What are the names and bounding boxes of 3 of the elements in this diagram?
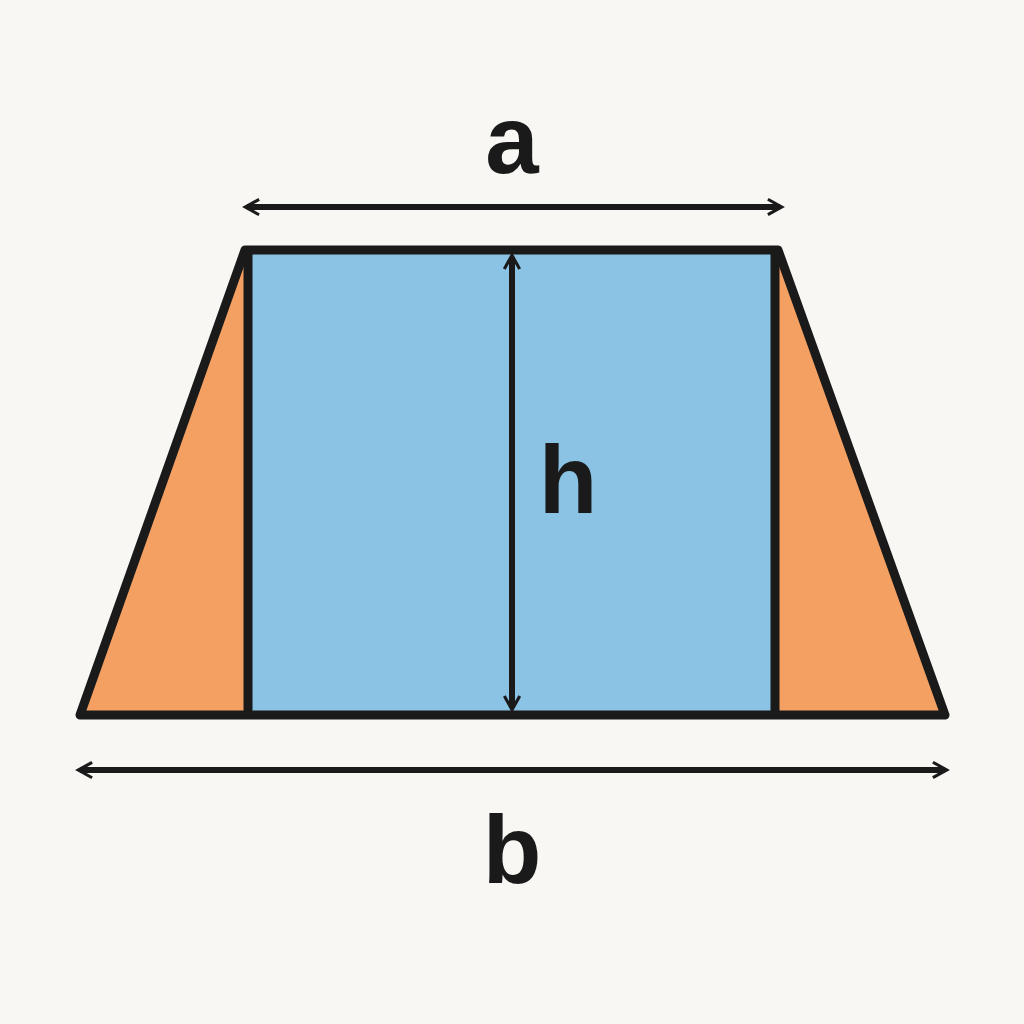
dimension-label: a [485,92,539,188]
dimension-label: h [538,432,598,528]
dimension-label: b [482,802,542,898]
